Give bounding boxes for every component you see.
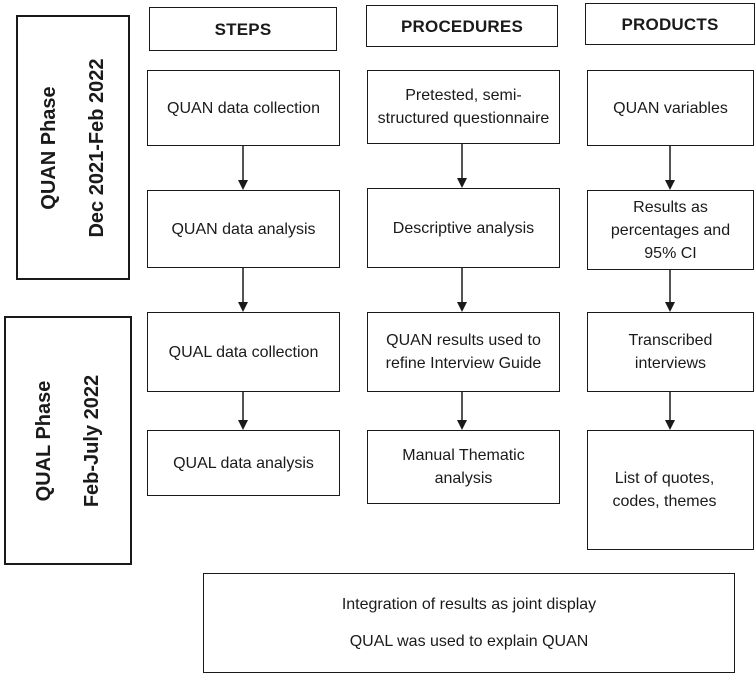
products-header: PRODUCTS (585, 3, 755, 45)
integration-box: Integration of results as joint display … (203, 573, 735, 673)
procedure-descriptive-analysis: Descriptive analysis (367, 188, 560, 268)
quan-phase-box: QUAN Phase Dec 2021-Feb 2022 (16, 15, 130, 280)
procedure-refine-interview-guide: QUAN results used to refine Interview Gu… (367, 312, 560, 392)
procedure-manual-thematic-analysis: Manual Thematic analysis (367, 430, 560, 504)
product-transcribed-interviews: Transcribed interviews (587, 312, 754, 392)
step-qual-data-collection: QUAL data collection (147, 312, 340, 392)
step-quan-data-analysis: QUAN data analysis (147, 190, 340, 268)
integration-line-1: Integration of results as joint display (341, 596, 597, 613)
steps-header: STEPS (149, 7, 337, 51)
product-results-percentages: Results as percentages and 95% CI (587, 190, 754, 270)
product-quan-variables: QUAN variables (587, 70, 754, 146)
step-qual-data-analysis: QUAL data analysis (147, 430, 340, 496)
step-quan-data-collection: QUAN data collection (147, 70, 340, 146)
integration-line-2: QUAL was used to explain QUAN (349, 633, 589, 650)
qual-phase-box: QUAL Phase Feb-July 2022 (4, 316, 132, 565)
procedure-questionnaire: Pretested, semi-structured questionnaire (367, 70, 560, 144)
product-list-of-quotes: List of quotes, codes, themes (587, 430, 754, 550)
procedures-header: PROCEDURES (366, 5, 558, 47)
